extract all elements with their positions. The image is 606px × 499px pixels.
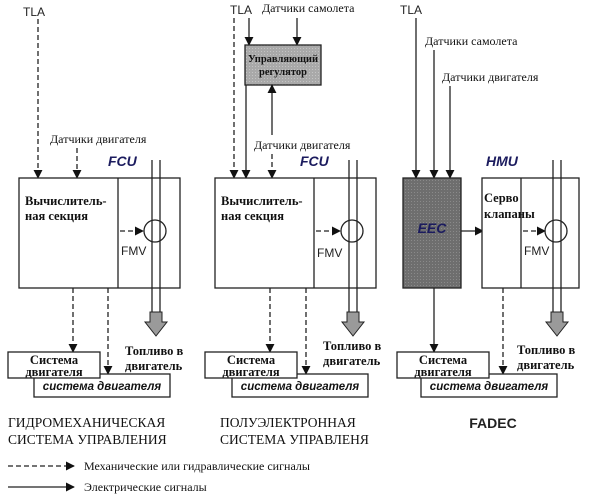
engine-system-box-2-label: система двигателя (43, 381, 162, 393)
panel-title-line2: СИСТЕМА УПРАВЛЕНЯ (220, 432, 369, 447)
engine-system-label-line2: двигателя (222, 365, 280, 379)
engine-sensors-label: Датчики двигателя (254, 138, 351, 152)
tla-label: TLA (400, 3, 422, 17)
engine-system-box-2 (231, 373, 369, 398)
aircraft-sensors-label: Датчики самолета (262, 1, 355, 15)
fuel-out-label-line2: двигатель (323, 354, 381, 368)
compute-section-label-line1: Вычислитель- (25, 194, 107, 208)
panel-title-line1: ПОЛУЭЛЕКТРОННАЯ (220, 415, 356, 430)
hmu-label: HMU (486, 153, 519, 169)
fuel-out-label-line2: двигатель (517, 358, 575, 372)
engine-system-label-line2: двигателя (414, 365, 472, 379)
fuel-out-label-line1: Топливо в (517, 343, 575, 357)
hmu-box (481, 177, 580, 289)
fuel-out-label-line1: Топливо в (323, 339, 381, 353)
tla-label: TLA (23, 5, 45, 19)
legend-label-electric: Электрические сигналы (84, 480, 207, 494)
fuel-out-label-line1: Топливо в (125, 344, 183, 358)
fmv-valve-icon (143, 219, 167, 243)
fuel-out-arrow-icon (340, 311, 366, 337)
controller-box (244, 44, 322, 86)
servo-valves-label-line1: Серво (484, 191, 519, 205)
compute-section-label-line2: ная секция (25, 209, 88, 223)
fmv-label: FMV (317, 246, 342, 260)
aircraft-sensors-label: Датчики самолета (425, 34, 518, 48)
engine-system-label-line1: Система (30, 353, 79, 367)
fuel-out-arrow-icon (143, 311, 169, 337)
engine-sensors-label: Датчики двигателя (50, 132, 147, 146)
fmv-valve-icon (544, 219, 568, 243)
legend-label-mechanical: Механические или гидравлические сигналы (84, 459, 310, 473)
panel-title-line1: ГИДРОМЕХАНИЧЕСКАЯ (8, 415, 165, 430)
engine-sensors-label: Датчики двигателя (442, 70, 539, 84)
controller-label-line1: Управляющий (248, 54, 318, 65)
eec-box (402, 177, 462, 289)
tla-label: TLA (230, 3, 252, 17)
engine-system-box (7, 351, 101, 379)
controller-label-line2: регулятор (259, 67, 307, 78)
panel-fadec: TLA Датчики самолета Датчики двигателя E… (396, 3, 580, 431)
engine-system-label-line2: двигателя (25, 365, 83, 379)
fcu-label: FCU (108, 153, 138, 169)
panel-title-line2: СИСТЕМА УПРАВЛЕНИЯ (8, 432, 167, 447)
engine-system-box-2-label: система двигателя (241, 381, 360, 393)
engine-system-box-2-label: система двигателя (430, 381, 549, 393)
fmv-valve-icon (340, 219, 364, 243)
engine-system-box (204, 351, 298, 379)
servo-valves-label-line2: клапаны (484, 207, 535, 221)
panel-hydromechanical: TLA Датчики двигателя FCU Вычислитель- н… (7, 5, 183, 447)
legend: Механические или гидравлические сигналы … (8, 459, 310, 494)
engine-system-box (396, 351, 490, 379)
engine-system-label-line1: Система (419, 353, 468, 367)
panel-semi-electronic: TLA Датчики самолета Управляющий регулят… (204, 1, 381, 447)
fuel-out-arrow-icon (544, 311, 570, 337)
fcu-label: FCU (300, 153, 330, 169)
panel-title: FADEC (469, 415, 516, 431)
fuel-out-label-line2: двигатель (125, 359, 183, 373)
fmv-label: FMV (524, 244, 549, 258)
fmv-label: FMV (121, 244, 146, 258)
fcu-box (18, 177, 181, 289)
compute-section-label-line2: ная секция (221, 209, 284, 223)
engine-system-label-line1: Система (227, 353, 276, 367)
compute-section-label-line1: Вычислитель- (221, 194, 303, 208)
eec-label: EEC (418, 220, 448, 236)
engine-system-box-2 (33, 373, 171, 398)
